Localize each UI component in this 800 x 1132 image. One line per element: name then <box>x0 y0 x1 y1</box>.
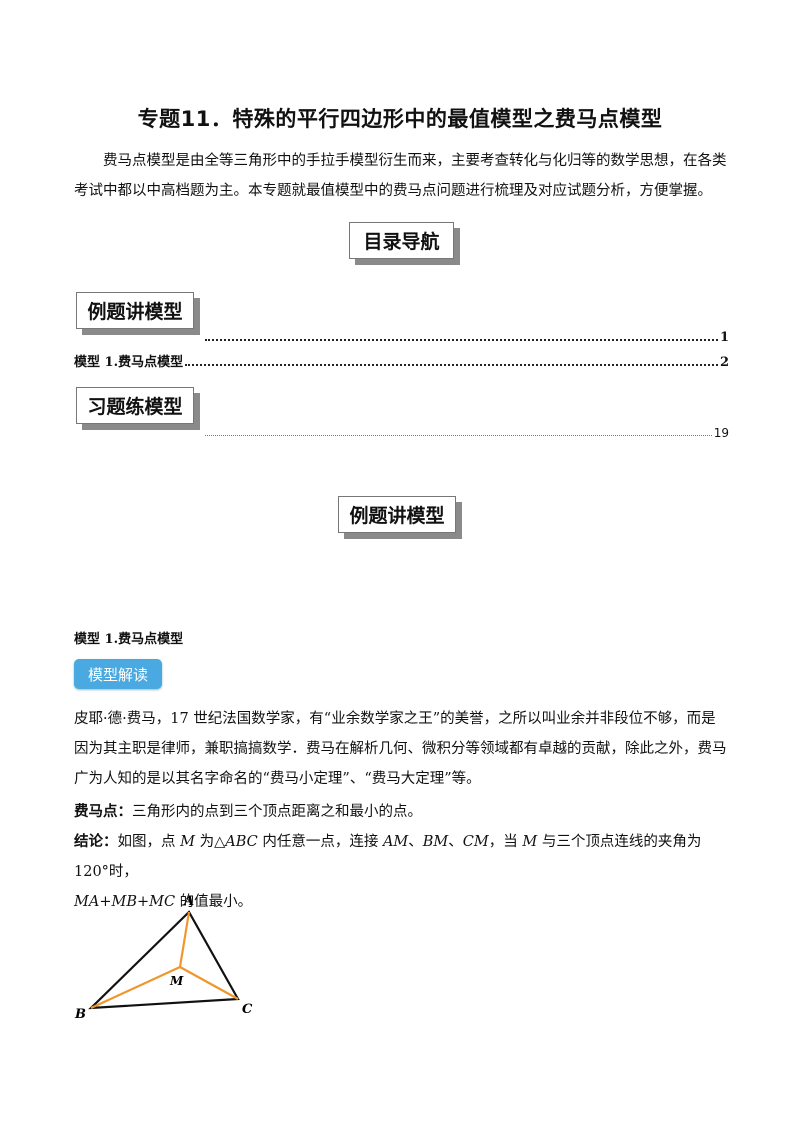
section-header-label: 例题讲模型 <box>349 505 445 527</box>
toc-leader-dots <box>185 364 718 366</box>
conclusion-text: 、 <box>408 834 423 850</box>
page-title: 专题11．特殊的平行四边形中的最值模型之费马点模型 <box>137 107 663 131</box>
nav-title: 目录导航 <box>363 231 440 253</box>
triangle-abc: ABC <box>225 834 258 850</box>
label-b: B <box>74 1007 86 1022</box>
label-c: C <box>242 1002 253 1017</box>
conclusion-text: 、 <box>448 834 463 850</box>
toc-exercise-entry[interactable]: 19 <box>203 422 729 440</box>
conclusion-text: 与三个顶点连线的夹角为 120°时， <box>74 834 702 880</box>
history-paragraph: 皮耶·德·费马，17 世纪法国数学家，有“业余数学家之王”的美誉，之所以叫业余并… <box>74 711 727 787</box>
toc-exercise-header: 习题练模型 <box>76 387 194 424</box>
definition-text: 三角形内的点到三个顶点距离之和最小的点。 <box>132 804 422 820</box>
toc-leader-dots <box>205 435 712 436</box>
toc-example-entry[interactable]: 1 <box>203 327 729 345</box>
toc-exercise-label: 习题练模型 <box>87 396 183 418</box>
label-m: M <box>169 974 184 988</box>
conclusion-text: 为△ <box>194 834 226 850</box>
toc-entry-label: 模型 1.费马点模型 <box>74 355 184 370</box>
toc-model1-entry[interactable]: 模型 1.费马点模型 2 <box>74 352 729 370</box>
segment-bm-line <box>90 966 181 1009</box>
toc-example-header: 例题讲模型 <box>76 292 194 329</box>
conclusion-text: 内任意一点，连接 <box>257 834 383 850</box>
triangle-abc-outline <box>88 910 240 1010</box>
conclusion-text: 的值最小。 <box>175 894 253 910</box>
section-header-box: 例题讲模型 <box>338 496 456 533</box>
conclusion-text: ，当 <box>488 834 523 850</box>
label-a: A <box>182 894 194 909</box>
conclusion-label: 结论： <box>74 833 118 850</box>
segment-cm: CM <box>462 834 489 850</box>
segment-cm-line <box>179 966 239 1000</box>
conclusion-paragraph: 结论：如图，点 M 为△ABC 内任意一点，连接 AM、BM、CM，当 M 与三… <box>74 827 730 917</box>
definition-paragraph: 费马点：三角形内的点到三个顶点距离之和最小的点。 <box>74 797 730 827</box>
segment-am-line <box>178 911 191 968</box>
segment-bm: BM <box>422 834 449 850</box>
intro-paragraph: 费马点模型是由全等三角形中的手拉手模型衍生而来，主要考查转化与化归等的数学思想，… <box>74 153 727 199</box>
toc-page-number: 2 <box>719 355 729 370</box>
toc-page-number: 19 <box>713 426 729 440</box>
point-m: M <box>180 834 195 850</box>
distance-sum: MA+MB+MC <box>74 894 176 910</box>
toc-example-label: 例题讲模型 <box>87 301 183 323</box>
model-badge-label: 模型解读 <box>87 665 148 684</box>
model-badge: 模型解读 <box>74 659 162 689</box>
toc-leader-dots <box>205 339 718 341</box>
conclusion-text: 如图，点 <box>117 834 181 850</box>
fermat-point-figure: A B C M <box>74 894 253 1022</box>
model-title: 模型 1.费马点模型 <box>74 632 184 647</box>
nav-title-box: 目录导航 <box>349 222 454 259</box>
definition-label: 费马点： <box>74 803 132 820</box>
segment-am: AM <box>382 834 409 850</box>
point-m: M <box>522 834 538 850</box>
toc-page-number: 1 <box>719 330 729 345</box>
